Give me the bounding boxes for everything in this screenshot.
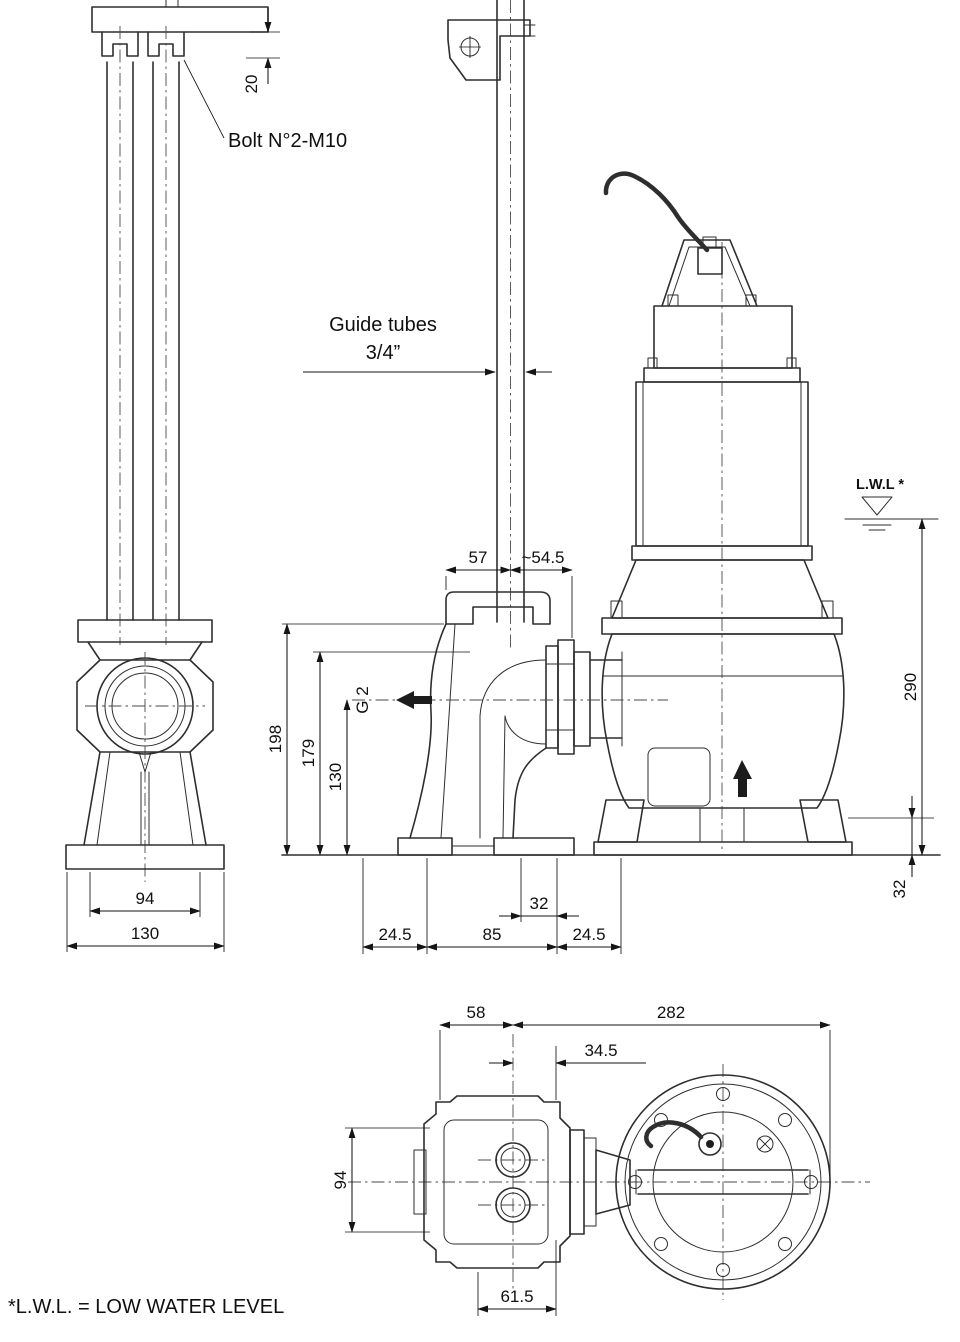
flange-bolt-right xyxy=(821,600,834,619)
dim-bracket-drop-20: 20 xyxy=(242,8,280,93)
duckfoot-flange-plate xyxy=(545,645,559,749)
upper-bracket-side xyxy=(447,19,531,81)
footnote: *L.W.L. = LOW WATER LEVEL xyxy=(8,1296,284,1318)
lwl-label: L.W.L * xyxy=(856,477,904,493)
dim-text-94-plan: 94 xyxy=(331,1171,350,1190)
dim-text-85: 85 xyxy=(483,925,502,944)
duckfoot-foot-right xyxy=(493,837,575,856)
bolt-hole xyxy=(716,1263,730,1277)
dim-plan-34-5: 34.5 xyxy=(489,1041,646,1100)
front-view-guide-tubes-duckfoot xyxy=(65,0,269,882)
bolt-note: Bolt N°2-M10 xyxy=(228,130,347,152)
water-level-triangle-icon xyxy=(861,496,893,516)
dim-text-94: 94 xyxy=(136,889,155,908)
dim-lwl-290: 290 xyxy=(901,518,926,856)
pump-discharge-flange xyxy=(573,651,591,747)
dim-57-545: 57 ~54.5 xyxy=(445,548,573,638)
duckfoot-top-plate xyxy=(77,619,213,643)
bolt-callout: Bolt N°2-M10 xyxy=(183,59,347,152)
duckfoot-foot-left xyxy=(397,837,453,856)
dim-front-base-94: 94 xyxy=(89,872,201,917)
dim-front-base-130: 130 xyxy=(66,872,225,952)
pump-leg-left xyxy=(597,799,645,843)
bolt-hole xyxy=(716,1087,730,1101)
flow-arrow-suction-icon xyxy=(733,760,752,797)
guide-claw xyxy=(445,591,551,625)
side-view-duckfoot: G 2 xyxy=(352,0,668,856)
dim-text-130-height: 130 xyxy=(326,763,345,791)
dim-text-282: 282 xyxy=(657,1003,685,1022)
dim-suction-clearance-32: 32 xyxy=(848,796,934,898)
flange-bolt-left xyxy=(610,600,623,619)
pump-plan-outer xyxy=(615,1074,831,1290)
duckfoot-plan-body xyxy=(423,1095,571,1269)
dim-bottom-chain: 24.5 85 24.5 32 xyxy=(362,858,622,954)
rail-bracket-plate xyxy=(91,6,269,33)
guide-tubes-size: 3/4” xyxy=(366,342,400,364)
pump-side-view xyxy=(593,171,853,856)
cable-plan xyxy=(644,1120,704,1149)
pump-base-ring xyxy=(593,841,853,856)
cover-bolt-left xyxy=(667,294,679,307)
bolt-hole xyxy=(654,1237,668,1251)
dim-plan-94: 94 xyxy=(331,1127,430,1233)
cable-gland-plan xyxy=(698,1132,722,1156)
pump-leg-right xyxy=(799,799,847,843)
cover-bolt-right xyxy=(745,294,757,307)
dim-text-24-5-left: 24.5 xyxy=(378,925,411,944)
guide-tube-hole-bottom xyxy=(495,1187,531,1223)
dim-text-24-5-right: 24.5 xyxy=(572,925,605,944)
guide-tubes-label: Guide tubes xyxy=(329,314,437,336)
dim-text-57: 57 xyxy=(469,548,488,567)
dim-text-32-clearance: 32 xyxy=(890,880,909,899)
cable-gland xyxy=(697,247,723,275)
dim-text-290: 290 xyxy=(901,673,920,701)
volute-casing xyxy=(601,633,845,809)
dim-text-34-5: 34.5 xyxy=(584,1041,617,1060)
dim-plan-61-5: 61.5 xyxy=(477,1240,557,1316)
dim-text-198: 198 xyxy=(266,725,285,753)
power-cable xyxy=(603,171,710,253)
guide-tube-callout: Guide tubes 3/4” xyxy=(303,314,552,376)
bolt-hole xyxy=(804,1175,818,1189)
motor-top-cover xyxy=(653,305,793,369)
leader-line xyxy=(183,59,225,139)
bolt-hole xyxy=(778,1237,792,1251)
oil-chamber xyxy=(611,559,829,619)
dim-heights: 198 179 130 xyxy=(266,623,470,856)
plan-view xyxy=(348,1034,870,1300)
guide-tube-hole-top xyxy=(495,1142,531,1178)
dim-text-61-5: 61.5 xyxy=(500,1287,533,1306)
dim-text-58: 58 xyxy=(467,1003,486,1022)
discharge-thread-label: G 2 xyxy=(353,686,372,713)
dim-text-179: 179 xyxy=(299,739,318,767)
dim-text-20: 20 xyxy=(242,75,261,94)
water-level-symbol: L.W.L * xyxy=(844,477,939,531)
bolt-hole xyxy=(628,1175,642,1189)
duckfoot-base-front xyxy=(65,844,225,870)
flow-arrow-discharge-icon xyxy=(396,691,432,709)
lifting-handle xyxy=(661,239,758,307)
dim-text-32-rib: 32 xyxy=(530,894,549,913)
casing-boss xyxy=(647,747,711,807)
dim-text-54-5: ~54.5 xyxy=(521,548,564,567)
bolt-hole xyxy=(654,1113,668,1127)
dim-plan-top-chain: 58 282 xyxy=(439,1003,831,1176)
bolt-hole xyxy=(778,1113,792,1127)
dim-text-130: 130 xyxy=(131,924,159,943)
plug-screw xyxy=(756,1135,774,1153)
